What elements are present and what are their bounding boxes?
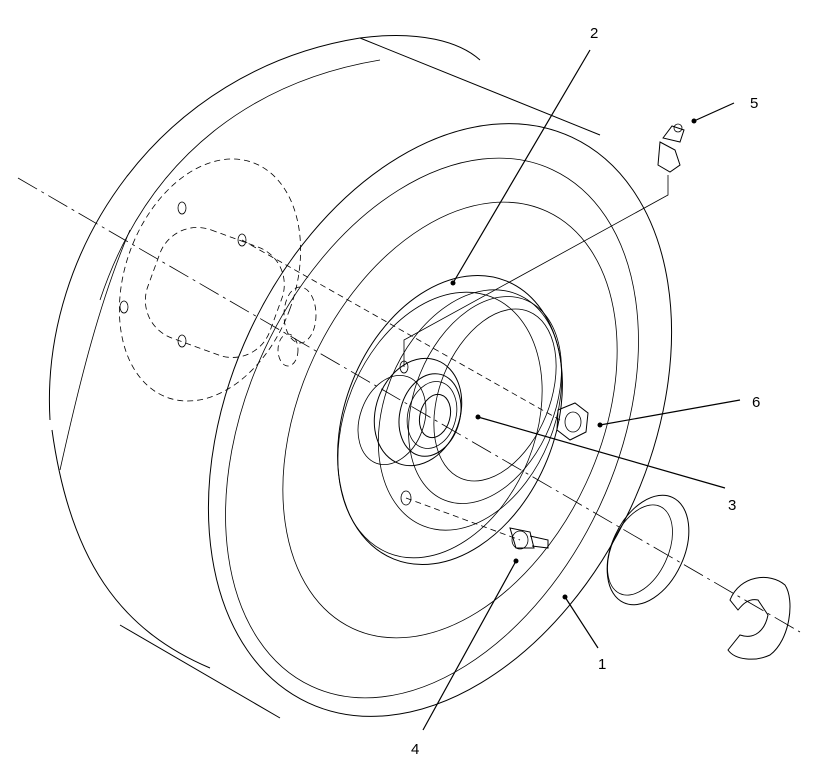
callout-1: 1: [562, 594, 606, 673]
svg-text:1: 1: [598, 656, 606, 673]
callout-6: 6: [597, 394, 760, 428]
washer: [606, 494, 690, 606]
tire: [48, 35, 673, 719]
svg-text:5: 5: [750, 95, 758, 112]
svg-text:6: 6: [752, 394, 760, 411]
grease-fitting: [657, 123, 685, 173]
callout-3: 3: [475, 414, 736, 514]
stud-hidden-line: [241, 239, 561, 421]
callout-4: 4: [411, 558, 519, 758]
axle-centerline: [17, 177, 801, 633]
hex-nut: [556, 402, 589, 441]
svg-text:4: 4: [411, 741, 419, 758]
retaining-clip: [727, 577, 791, 660]
valve-hidden-line: [405, 497, 521, 541]
wheel-rim: [337, 274, 563, 566]
callout-2: 2: [450, 25, 598, 286]
svg-text:3: 3: [728, 497, 736, 514]
valve-stem: [509, 527, 549, 550]
grease-path: [403, 175, 669, 367]
callout-5: 5: [691, 95, 758, 124]
svg-text:2: 2: [590, 25, 598, 42]
